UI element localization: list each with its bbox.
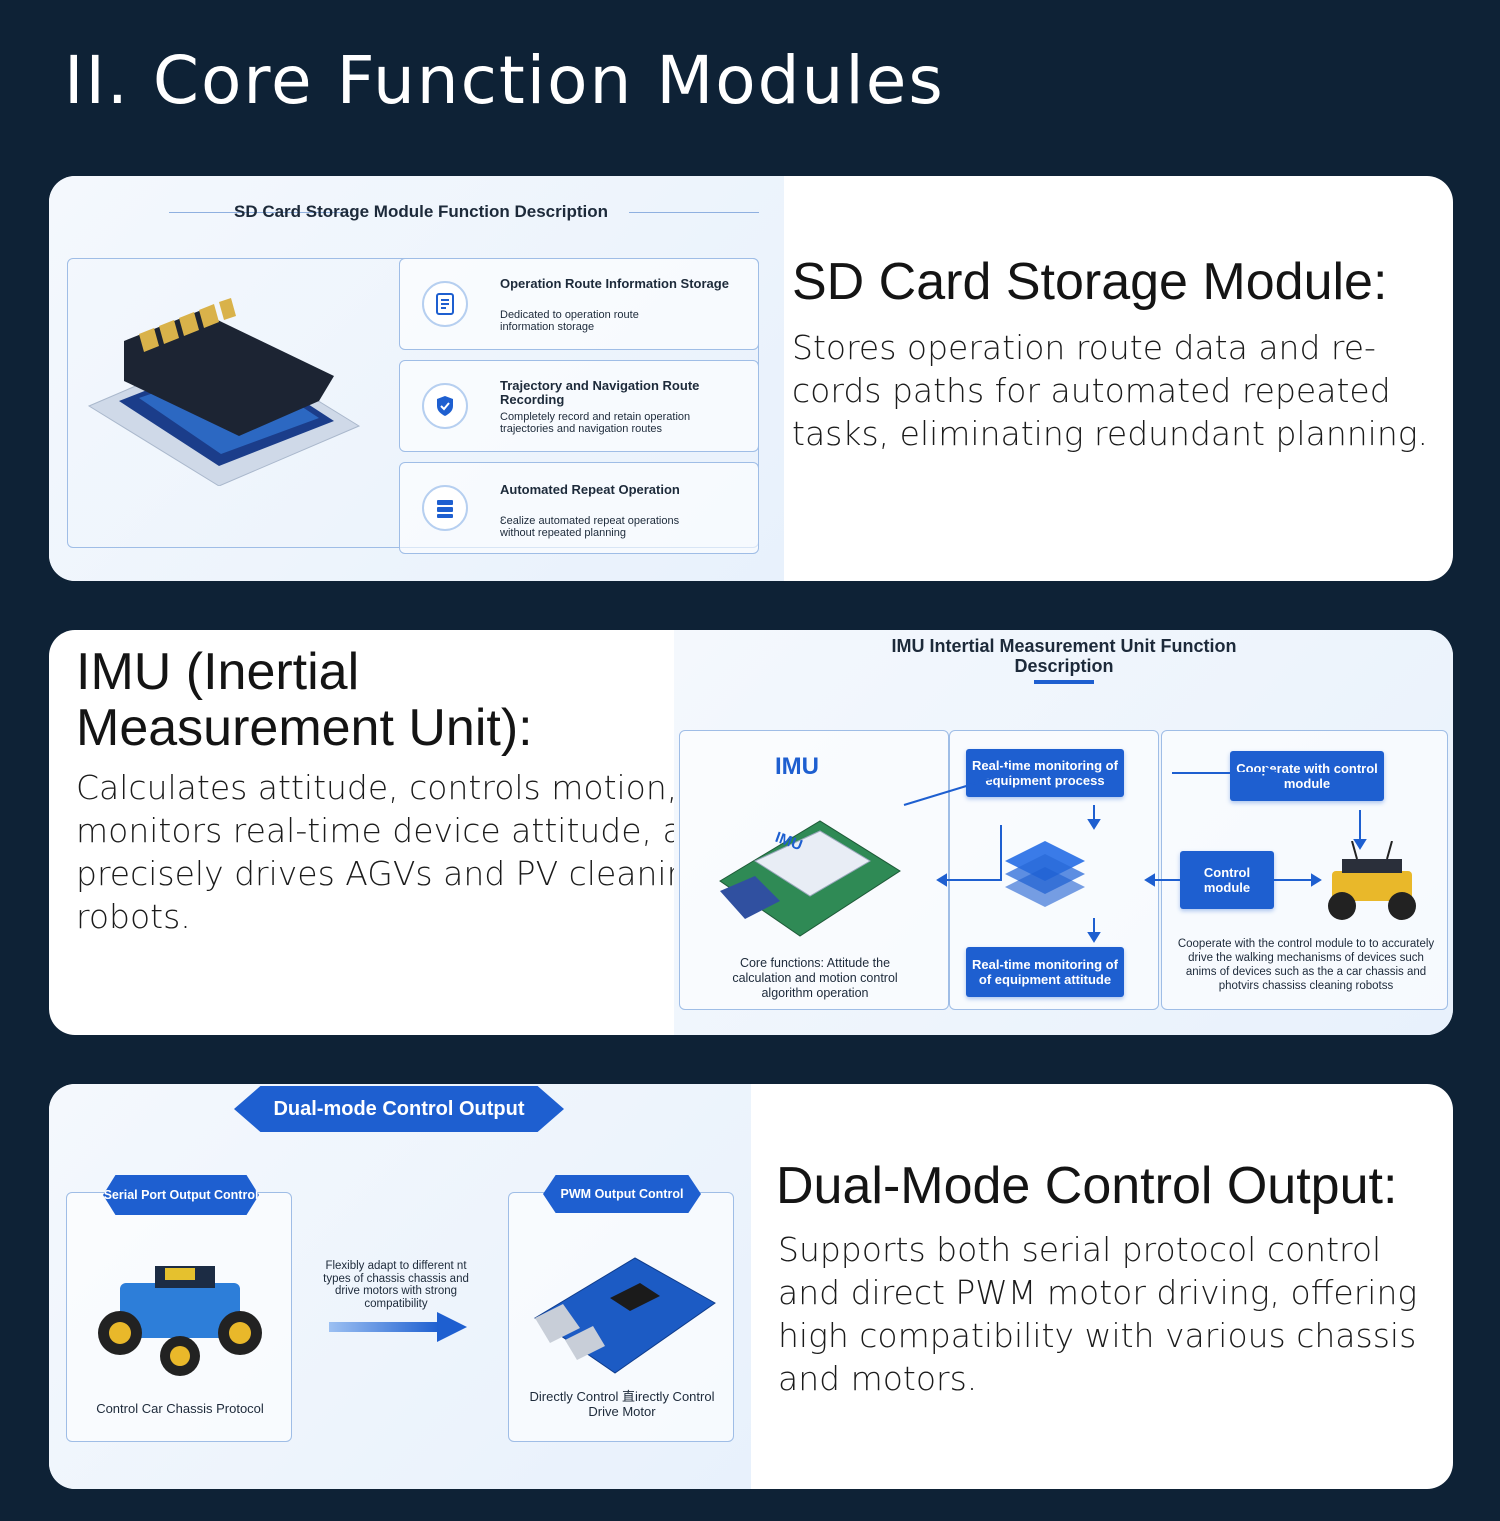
pwm-output-panel: PWM Output Control Directly Control 直ire… — [508, 1175, 734, 1442]
core-functions-text: Core functions: Attitude the calculation… — [732, 956, 898, 1000]
dual-infographic: Dual-mode Control Output Serial Port Out… — [49, 1084, 751, 1489]
sd-module-description: Stores operation route data and re-cords… — [792, 328, 1429, 453]
sd-card-illustration — [87, 298, 361, 486]
imu-module-heading: IMU (Inertial Measurement Unit): — [76, 643, 533, 757]
flow-arrows — [903, 766, 1367, 943]
feature-desc: Ɛealize automated repeat operations with… — [500, 515, 680, 539]
imu-right-panel: Cooperate with control module Control mo… — [1161, 730, 1448, 1010]
imu-middle-panel: Real-time monitoring of equipment proces… — [949, 730, 1159, 1010]
imu-left-panel: IMU IMU Core functions: Attitude the cal… — [679, 730, 949, 1010]
dual-module-description: Supports both serial protocol control an… — [778, 1230, 1418, 1398]
arrow-right-icon — [329, 1312, 467, 1342]
imu-infographic: IMU Intertial Measurement Unit Function … — [674, 630, 1453, 1035]
sd-infographic-title: SD Card Storage Module Function Descript… — [233, 202, 609, 221]
feature-desc: Completely record and retain operation t… — [500, 411, 691, 435]
cooperate-description: Cooperate with the control module to to … — [1177, 938, 1435, 992]
serial-output-panel: Serial Port Output Control Control Car C… — [66, 1175, 292, 1442]
feature-title: Automated Repeat Operation — [500, 482, 680, 497]
sd-card-module-card: SD Card Storage Module Function Descript… — [49, 176, 1453, 581]
serial-caption: Control Car Chassis Protocol — [96, 1401, 264, 1416]
title-line-right — [629, 212, 759, 213]
document-icon — [422, 281, 468, 327]
imu-board-illustration — [719, 820, 901, 937]
page-title: II. Core Function Modules — [64, 42, 945, 119]
pwm-board-illustration — [534, 1257, 716, 1374]
feature-box-trajectory: Trajectory and Navigation Route Recordin… — [399, 360, 759, 452]
process-monitoring-button: Real-time monitoring of equipment proces… — [966, 749, 1124, 797]
shield-icon — [422, 383, 468, 429]
dual-infographic-title: Dual-mode Control Output — [234, 1086, 564, 1132]
imu-label: IMU — [775, 753, 819, 780]
pwm-output-ribbon: PWM Output Control — [543, 1175, 701, 1213]
title-accent-bar — [1034, 680, 1094, 684]
dual-mode-module-card: Dual-mode Control Output Serial Port Out… — [49, 1084, 1453, 1489]
feature-desc: Dedicated to operation route information… — [500, 309, 639, 333]
imu-module-card: IMU (Inertial Measurement Unit): Calcula… — [49, 630, 1453, 1035]
feature-box-route-storage: Operation Route Information Storage Dedi… — [399, 258, 759, 350]
middle-compatibility-text: Flexibly adapt to different nt types of … — [323, 1260, 469, 1310]
feature-box-auto-repeat: Automated Repeat Operation Ɛealize autom… — [399, 462, 759, 554]
robot-car-illustration — [1328, 841, 1416, 920]
feature-title: Trajectory and Navigation Route Recordin… — [500, 378, 700, 407]
imu-infographic-title: IMU Intertial Measurement Unit Function … — [891, 636, 1237, 676]
imu-module-description: Calculates attitude, controls motion, mo… — [76, 768, 725, 936]
sd-infographic: SD Card Storage Module Function Descript… — [49, 176, 784, 581]
layers-icon — [422, 485, 468, 531]
stack-icon — [1005, 841, 1085, 907]
pwm-caption: Directly Control 直irectly Control Drive … — [529, 1389, 715, 1419]
serial-output-ribbon: Serial Port Output Control — [103, 1175, 259, 1215]
feature-title: Operation Route Information Storage — [500, 276, 729, 291]
sd-module-heading: SD Card Storage Module: — [792, 253, 1388, 311]
serial-car-illustration — [98, 1266, 262, 1376]
attitude-monitoring-button: Real-time monitoring of of equipment att… — [966, 947, 1124, 997]
dual-module-heading: Dual-Mode Control Output: — [776, 1157, 1398, 1215]
title-line-left — [169, 212, 349, 213]
